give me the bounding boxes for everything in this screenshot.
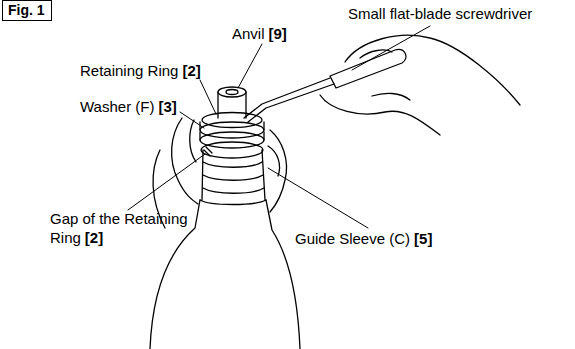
figure-label-box: Fig. 1 [2, 0, 52, 21]
leader-line [238, 44, 262, 88]
callout-number: [5] [414, 230, 432, 247]
callout-number: [9] [269, 25, 287, 42]
label-group: Washer (F)[3] [80, 97, 177, 116]
leader-lines [128, 26, 430, 228]
figure-label: Fig. 1 [8, 2, 45, 18]
hand-finger [360, 50, 410, 100]
hand-outline [345, 35, 520, 105]
left-hand-finger [190, 120, 196, 162]
body-edge [200, 200, 266, 205]
label-group: Gap of the Retaining Ring[2] [50, 209, 218, 247]
screwdriver-handle [330, 49, 406, 88]
label-group: Guide Sleeve (C)[5] [295, 229, 432, 248]
leader-line [128, 154, 205, 210]
guide-sleeve-line [203, 188, 264, 193]
part-name: Small flat-blade screwdriver [348, 5, 532, 22]
retaining-ring [202, 113, 262, 128]
screwdriver-blade [244, 78, 334, 122]
anvil-hole [226, 90, 238, 95]
part-name: Retaining Ring [80, 62, 178, 79]
retaining-ring-lower [201, 142, 263, 158]
leader-line [352, 26, 430, 70]
label-group: Small flat-blade screwdriver [348, 4, 532, 23]
label-group: Anvil[9] [232, 24, 287, 43]
part-name: Anvil [232, 25, 265, 42]
hand-thumb [320, 95, 440, 135]
leader-line [200, 80, 216, 114]
washer-lower [200, 132, 264, 148]
part-name: Washer (F) [80, 98, 154, 115]
part-name: Gap of the Retaining Ring [50, 210, 188, 246]
guide-sleeve-line [203, 175, 263, 180]
callout-number: [2] [182, 62, 200, 79]
callout-number: [2] [85, 229, 103, 246]
label-group: Retaining Ring[2] [80, 61, 201, 80]
callout-number: [3] [158, 98, 176, 115]
body-outline [266, 200, 300, 349]
leader-line [268, 168, 368, 228]
ring-gap [204, 147, 212, 156]
left-hand-finger [172, 118, 198, 204]
leader-line [180, 112, 204, 128]
anvil-top [218, 87, 246, 97]
part-name: Guide Sleeve (C) [295, 230, 410, 247]
guide-sleeve-line [203, 162, 262, 167]
